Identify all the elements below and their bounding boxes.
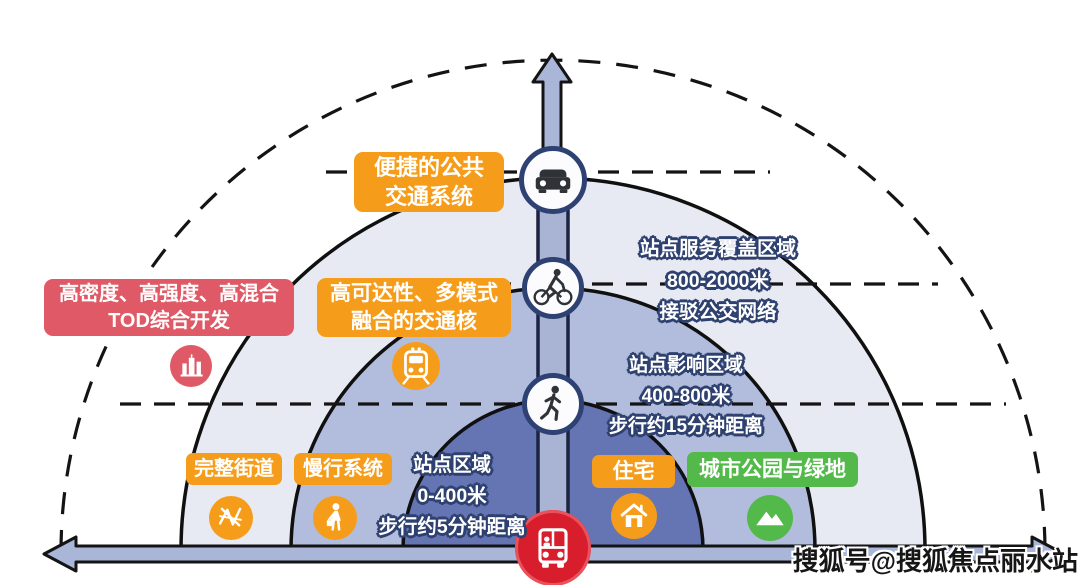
label-slow-traffic-system: 慢行系统 xyxy=(294,453,392,485)
transport-core-marker-circle xyxy=(392,342,440,390)
label-public-transport-system: 便捷的公共 交通系统 xyxy=(354,152,504,212)
label-transport-core: 高可达性、多模式 融合的交通核 xyxy=(317,278,511,337)
annotation-coverage-zone: 站点服务覆盖区域 800-2000米 接驳公交网络 xyxy=(639,238,796,323)
tod-marker-circle xyxy=(170,345,212,387)
metro-train-icon xyxy=(402,347,430,385)
bus-icon xyxy=(538,528,568,568)
walking-person-icon xyxy=(326,503,341,531)
vertical-transit-column xyxy=(536,164,570,554)
slow-traffic-marker-circle xyxy=(313,496,357,540)
bicycle-icon xyxy=(533,268,573,306)
pedestrian-mode-circle xyxy=(522,373,584,435)
label-residential: 住宅 xyxy=(592,455,675,488)
mountains-icon xyxy=(756,511,784,526)
parks-marker-circle xyxy=(747,495,793,541)
pedestrian-icon xyxy=(540,385,562,421)
label-tod-development: 高密度、高强度、高混合 TOD综合开发 xyxy=(44,279,294,336)
vertical-axis-arrow xyxy=(531,52,573,154)
bicycle-mode-circle xyxy=(522,257,584,319)
car-icon xyxy=(535,169,571,193)
streets-marker-circle xyxy=(209,496,253,540)
street-network-icon xyxy=(218,507,242,527)
house-icon xyxy=(620,503,648,527)
watermark-text: 搜狐号@搜狐焦点丽水站 xyxy=(792,546,1078,576)
bus-station-circle xyxy=(515,510,591,585)
city-buildings-icon xyxy=(180,354,203,377)
annotation-influence-zone: 站点影响区域 400-800米 步行约15分钟距离 xyxy=(608,355,764,437)
label-complete-streets: 完整街道 xyxy=(186,453,282,485)
annotation-station-zone: 站点区域 0-400米 步行约5分钟距离 xyxy=(378,454,526,538)
car-mode-circle xyxy=(519,146,587,214)
label-city-parks-green-space: 城市公园与绿地 xyxy=(687,452,858,487)
residential-marker-circle xyxy=(611,493,657,539)
